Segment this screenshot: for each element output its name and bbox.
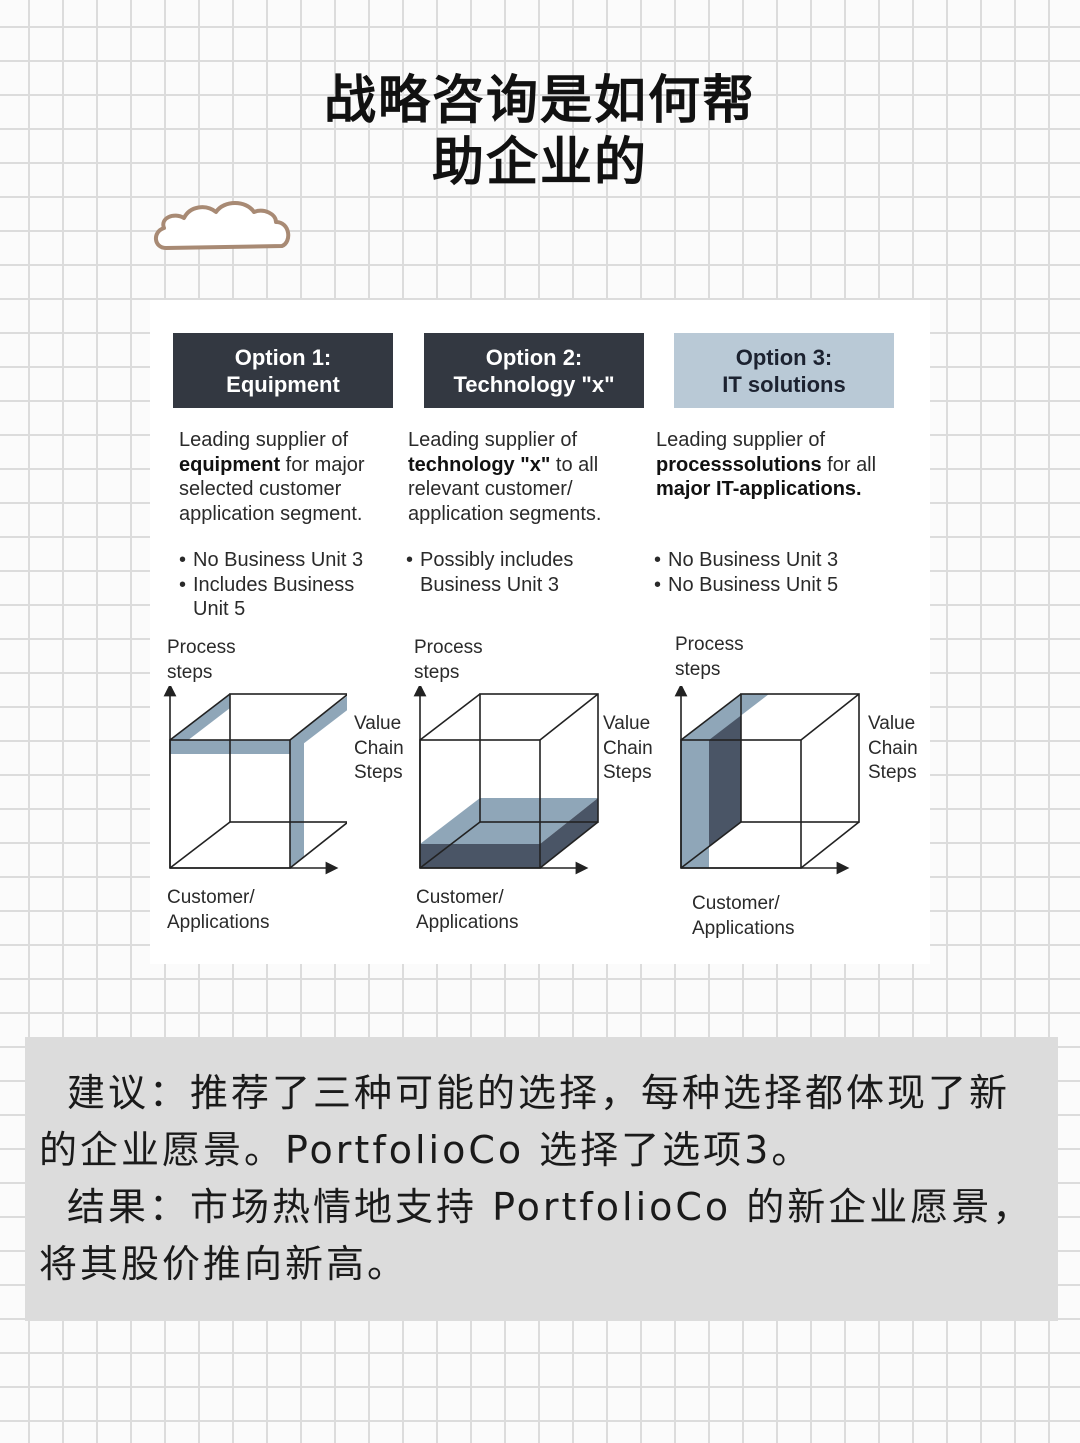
option-3-header-line-2: IT solutions — [722, 371, 846, 397]
cube-2-process-label: Process steps — [414, 637, 483, 683]
cloud-icon — [154, 201, 291, 250]
cube-2-diagram — [413, 686, 599, 875]
option-1-description: Leading supplier of equipment for major … — [179, 429, 365, 525]
option-3-header: Option 3: IT solutions — [674, 333, 894, 408]
cube-2-shaded-front-layer — [420, 844, 540, 868]
note-recommendation: 建议：推荐了三种可能的选择，每种选择都体现了新的企业愿景。PortfolioCo… — [39, 1071, 1011, 1172]
option-3-bullets: No Business Unit 3 No Business Unit 5 — [654, 548, 874, 597]
cube-2-customer-label: Customer/ Applications — [416, 887, 519, 933]
option-3-header-line-1: Option 3: — [735, 344, 833, 370]
option-3-description: Leading supplier of processsolutions for… — [656, 429, 877, 500]
option-1-header-line-1: Option 1: — [234, 344, 332, 370]
cube-2-shaded-top-layer — [420, 798, 598, 844]
cube-1-process-label: Process steps — [167, 637, 236, 683]
cube-3-process-label: Process steps — [675, 634, 744, 680]
option-2-header-line-2: Technology "x" — [453, 371, 615, 397]
list-item: Includes Business Unit 5 — [179, 573, 384, 622]
cube-2-value-chain-label: Value Chain Steps — [603, 713, 653, 783]
cube-1-shaded-side-band — [290, 729, 304, 868]
list-item: No Business Unit 3 — [654, 548, 874, 573]
cube-3-diagram — [674, 686, 860, 875]
cube-3-value-chain-label: Value Chain Steps — [868, 713, 918, 783]
list-item: Possibly includes Business Unit 3 — [406, 548, 611, 597]
page-title-line-1: 战略咨询是如何帮 — [323, 71, 756, 131]
option-1-bullets: No Business Unit 3 Includes Business Uni… — [179, 548, 384, 622]
cube-1-shaded-top-band — [170, 694, 230, 754]
strategy-options-figure: Option 1: Equipment Option 2: Technology… — [150, 300, 930, 964]
cube-1-diagram — [163, 686, 347, 875]
cube-3-shaded-front-layer — [681, 740, 709, 868]
option-1-header: Option 1: Equipment — [173, 333, 393, 408]
cube-3-customer-label: Customer/ Applications — [692, 893, 795, 939]
option-2-header-line-1: Option 2: — [485, 344, 583, 370]
summary-note: 建议：推荐了三种可能的选择，每种选择都体现了新的企业愿景。PortfolioCo… — [25, 1037, 1058, 1321]
option-2-header: Option 2: Technology "x" — [424, 333, 644, 408]
cube-1-customer-label: Customer/ Applications — [167, 887, 270, 933]
cube-1-value-chain-label: Value Chain Steps — [354, 713, 404, 783]
option-2-description: Leading supplier of technology "x" to al… — [408, 429, 602, 525]
list-item: No Business Unit 5 — [654, 573, 874, 598]
option-1-header-line-2: Equipment — [226, 371, 340, 397]
note-result: 结果：市场热情地支持 PortfolioCo 的新企业愿景，将其股价推向新高。 — [39, 1185, 1034, 1286]
page-title-line-2: 助企业的 — [431, 133, 648, 193]
list-item: No Business Unit 3 — [179, 548, 384, 573]
option-2-bullets: Possibly includes Business Unit 3 — [406, 548, 611, 597]
